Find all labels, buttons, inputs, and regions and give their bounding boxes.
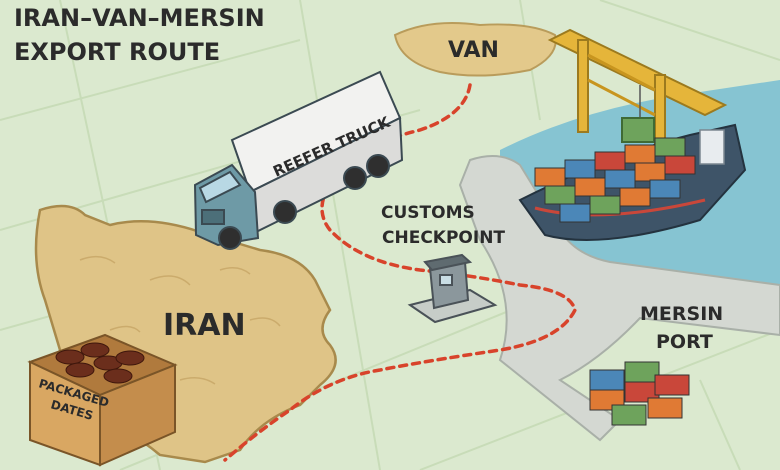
crane-icon bbox=[547, 28, 728, 146]
mersin-label-line2: PORT bbox=[656, 331, 713, 353]
checkpoint-booth-icon bbox=[407, 253, 498, 324]
dates-box-icon bbox=[27, 333, 178, 467]
ship-icon bbox=[518, 123, 747, 241]
customs-label-line1: CUSTOMS bbox=[381, 203, 475, 223]
truck-icon bbox=[193, 70, 404, 250]
title-line2: EXPORT ROUTE bbox=[14, 38, 220, 66]
dates bbox=[55, 342, 145, 384]
title-line1: IRAN–VAN–MERSIN bbox=[14, 4, 265, 32]
container-stack-icon bbox=[589, 361, 690, 426]
ship-containers bbox=[534, 137, 696, 223]
van-region bbox=[393, 21, 557, 77]
iran-label: IRAN bbox=[163, 308, 246, 343]
van-label: VAN bbox=[448, 38, 499, 63]
mersin-label-line1: MERSIN bbox=[640, 303, 723, 325]
iran-texture bbox=[79, 255, 281, 385]
customs-label-line2: CHECKPOINT bbox=[382, 228, 505, 248]
